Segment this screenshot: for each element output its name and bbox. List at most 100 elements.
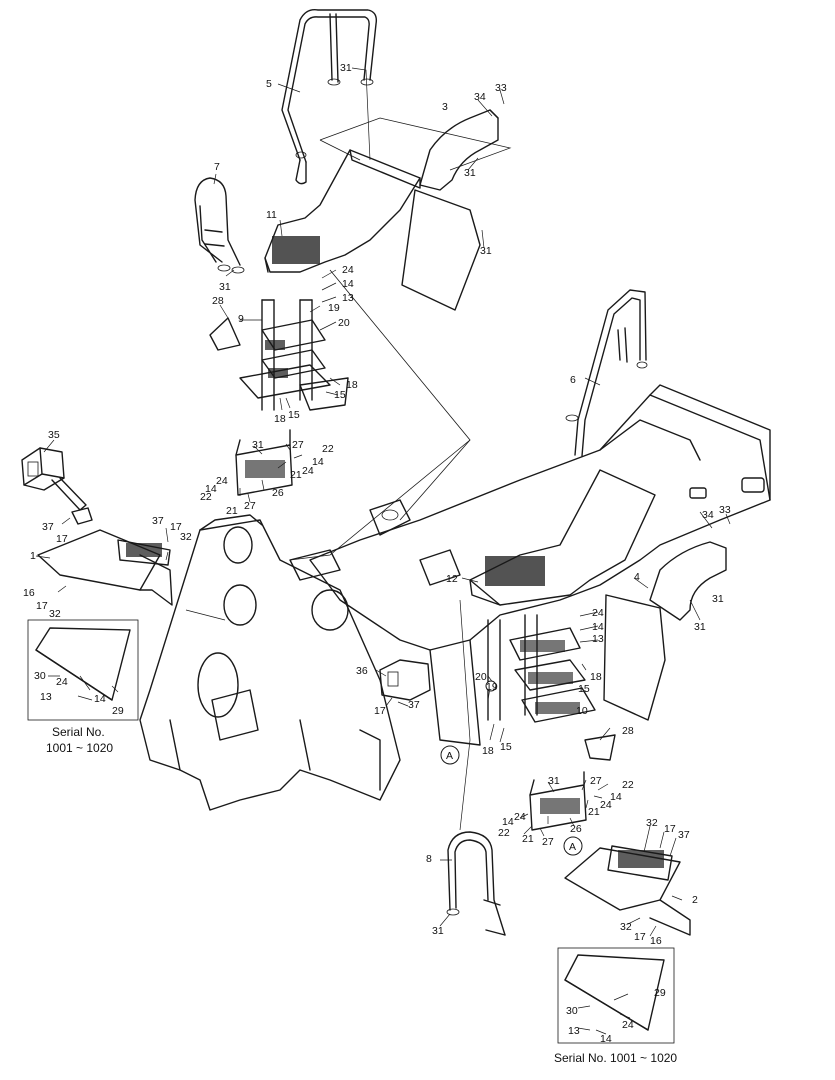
callout: 28 <box>622 725 634 737</box>
callout: 32 <box>646 817 658 829</box>
inset-right <box>557 947 675 1044</box>
callout: 21 <box>588 806 600 818</box>
callout: 24 <box>56 676 68 688</box>
callout: 14 <box>342 278 354 290</box>
callout: 24 <box>514 811 526 823</box>
step-box-11 <box>264 149 421 273</box>
callout: 21 <box>522 833 534 845</box>
handrail-6 <box>565 289 648 457</box>
callout: 16 <box>23 587 35 599</box>
callout: 31 <box>712 593 724 605</box>
callout: 4 <box>634 571 640 583</box>
callout: 30 <box>566 1005 578 1017</box>
callout: 14 <box>502 816 514 828</box>
callout: 1 <box>30 550 36 562</box>
callout: 28 <box>212 295 224 307</box>
callout: 15 <box>334 389 346 401</box>
leader-lines <box>35 67 731 1035</box>
callout: 14 <box>610 791 622 803</box>
callout: 18 <box>482 745 494 757</box>
callout: 14 <box>205 483 217 495</box>
callout: 24 <box>592 607 604 619</box>
callout: 22 <box>322 443 334 455</box>
fender-3 <box>319 109 512 311</box>
detail-marker-right-label: A <box>569 841 576 853</box>
callout: 17 <box>36 600 48 612</box>
rear-frame <box>289 384 771 746</box>
fender-4 <box>603 541 727 721</box>
callout: 24 <box>600 799 612 811</box>
callout: 19 <box>328 302 340 314</box>
callout: 7 <box>214 161 220 173</box>
callout: 26 <box>272 487 284 499</box>
front-frame <box>139 514 401 811</box>
callout: 32 <box>620 921 632 933</box>
callout: 35 <box>48 429 60 441</box>
callout: 19 <box>486 681 498 693</box>
callout: 13 <box>40 691 52 703</box>
callout: 31 <box>694 621 706 633</box>
callout: 15 <box>578 683 590 695</box>
callout: 16 <box>650 935 662 947</box>
callout: 13 <box>568 1025 580 1037</box>
callout: 37 <box>678 829 690 841</box>
callout: 24 <box>622 1019 634 1031</box>
detail-marker-right <box>563 836 583 856</box>
step-26-upper <box>235 429 293 496</box>
callout: 17 <box>634 931 646 943</box>
callout: 24 <box>302 465 314 477</box>
callout: 37 <box>408 699 420 711</box>
callout: 32 <box>49 608 61 620</box>
callout: 31 <box>340 62 352 74</box>
callout: 34 <box>702 509 714 521</box>
callout: 27 <box>292 439 304 451</box>
callout: 31 <box>219 281 231 293</box>
callout: 31 <box>432 925 444 937</box>
caption-right: Serial No. 1001 ~ 1020 <box>554 1051 677 1065</box>
callout: 24 <box>342 264 354 276</box>
ladder-10 <box>487 614 616 761</box>
caption-left-line2: 1001 ~ 1020 <box>46 741 113 755</box>
callout: 31 <box>480 245 492 257</box>
handrail-5 <box>281 9 378 185</box>
callout: 36 <box>356 665 368 677</box>
callout: 15 <box>288 409 300 421</box>
callout: 29 <box>654 987 666 999</box>
callout: 11 <box>266 209 277 221</box>
callout: 6 <box>570 374 576 386</box>
callout: 27 <box>590 775 602 787</box>
callout: 37 <box>42 521 54 533</box>
callout: 17 <box>56 533 68 545</box>
ladder-rail-8 <box>446 831 506 936</box>
callout: 17 <box>664 823 676 835</box>
caption-left-line1: Serial No. <box>52 725 105 739</box>
callout: 14 <box>600 1033 612 1045</box>
callout: 2 <box>692 894 698 906</box>
ladder-9 <box>209 299 349 411</box>
callout: 3 <box>442 101 448 113</box>
step-26-lower <box>529 771 587 831</box>
callout-labels: 5 31 3 34 33 31 7 11 31 31 24 14 13 28 1… <box>23 62 731 1045</box>
callout: 9 <box>238 313 244 325</box>
callout: 14 <box>592 621 604 633</box>
callout: 14 <box>312 456 324 468</box>
callout: 31 <box>464 167 476 179</box>
callout: 18 <box>346 379 358 391</box>
callout: 22 <box>498 827 510 839</box>
callout: 22 <box>200 491 212 503</box>
callout: 10 <box>576 705 588 717</box>
step-box-12 <box>469 469 656 606</box>
callout: 17 <box>170 521 182 533</box>
callout: 34 <box>474 91 486 103</box>
callout: 26 <box>570 823 582 835</box>
step-grill-11 <box>272 236 320 264</box>
detail-marker-lower <box>485 680 497 692</box>
detail-marker-left <box>440 745 460 765</box>
callout: 31 <box>252 439 264 451</box>
callout: 15 <box>500 741 512 753</box>
callout: 17 <box>374 705 386 717</box>
callout: 14 <box>94 693 106 705</box>
callout: 29 <box>112 705 124 717</box>
callout: 13 <box>342 292 354 304</box>
